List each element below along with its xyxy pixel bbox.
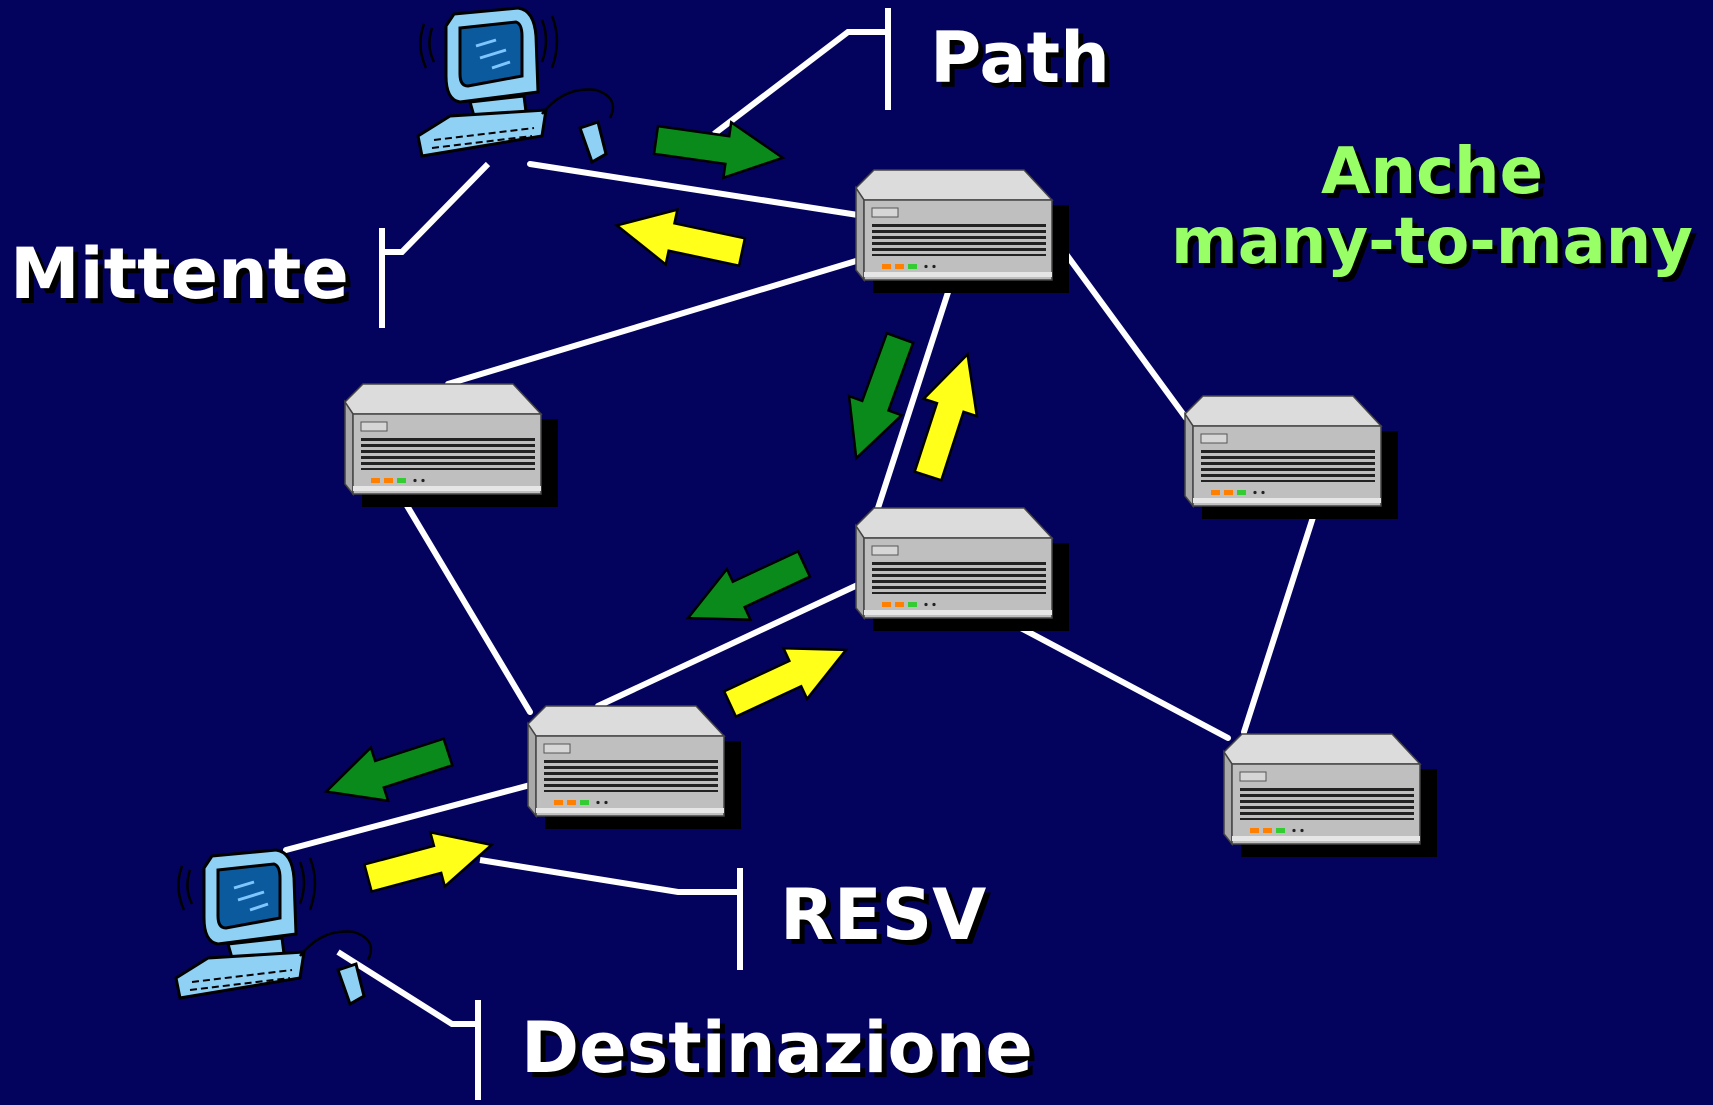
- path-arrows: [323, 120, 915, 803]
- link-router-mid-router-bottom: [595, 579, 867, 709]
- link-router-right-router-far: [1241, 505, 1319, 735]
- path-arrow: [847, 331, 915, 461]
- destinazione-label-shadow: Destinazione: [526, 1012, 1038, 1094]
- network-links: [283, 161, 1319, 853]
- router-icon: [1184, 395, 1399, 520]
- mittente-label: Mittente: [10, 233, 349, 315]
- router-icon: [1223, 733, 1438, 858]
- resv-arrow: [722, 646, 849, 719]
- link-router-mid-router-far: [999, 615, 1231, 741]
- path-label: Path: [930, 17, 1110, 99]
- leader-destinazione: [336, 949, 478, 1027]
- leader-path: [712, 29, 888, 137]
- router-icon: [855, 169, 1070, 294]
- note-line1: Anche: [1321, 135, 1543, 209]
- link-router-left-router-bottom: [397, 491, 533, 715]
- path-arrow: [652, 120, 786, 180]
- leader-resv: [479, 857, 740, 895]
- labels: Path Mittente RESV Destinazione: [10, 17, 1110, 1089]
- router-icon: [344, 383, 559, 508]
- link-router-top-router-left: [445, 255, 869, 387]
- link-router-bottom-receiver: [283, 781, 537, 853]
- callout-leaders: [336, 8, 891, 1100]
- path-arrow: [323, 737, 454, 803]
- resv-arrow: [913, 351, 979, 482]
- resv-arrows: [362, 207, 979, 894]
- note-line2: many-to-many: [1171, 205, 1693, 279]
- link-sender-router-top: [527, 161, 861, 218]
- router-icon: [855, 507, 1070, 632]
- computer-icon: [416, 6, 615, 164]
- note-line1-shadow: Anche: [1326, 140, 1548, 214]
- link-router-top-router-mid: [875, 277, 955, 511]
- note-line2-shadow: many-to-many: [1176, 210, 1698, 284]
- note: Anche many-to-many: [1171, 135, 1693, 279]
- leader-mittente: [382, 161, 491, 255]
- path-arrow: [685, 549, 812, 622]
- resv-arrow: [614, 207, 747, 268]
- resv-label-shadow: RESV: [785, 879, 991, 961]
- computer-icon: [174, 848, 373, 1006]
- label-shadows: Path Mittente RESV Destinazione Anche ma…: [15, 22, 1698, 1094]
- resv-label: RESV: [780, 874, 986, 956]
- link-router-top-router-right: [1063, 251, 1189, 421]
- resv-arrow: [362, 830, 495, 894]
- path-label-shadow: Path: [935, 22, 1115, 104]
- destinazione-label: Destinazione: [521, 1007, 1033, 1089]
- mittente-label-shadow: Mittente: [15, 238, 354, 320]
- router-icon: [527, 705, 742, 830]
